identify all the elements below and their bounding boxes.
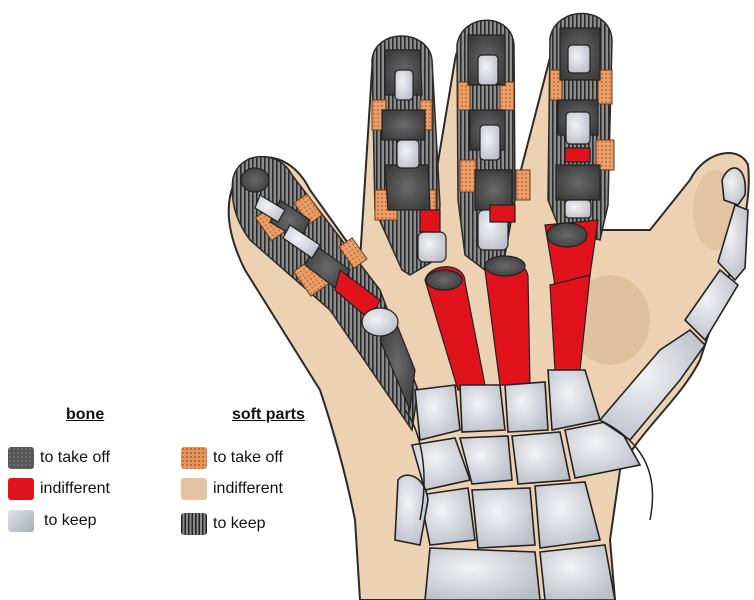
legend-label: to keep (213, 515, 265, 533)
bone-indifferent-swatch (8, 478, 34, 500)
bone-keep-swatch (8, 510, 34, 532)
soft-parts-legend-title: soft parts (232, 406, 305, 424)
legend-label: to take off (40, 449, 110, 467)
soft-take-off-swatch (181, 447, 207, 469)
bone-legend-title: bone (66, 406, 104, 424)
legend-bone-keep: to keep (8, 510, 96, 532)
legend-label: to keep (44, 512, 96, 530)
legend-soft-take-off: to take off (181, 447, 283, 469)
legend-soft-keep: to keep (181, 513, 265, 535)
legend-label: indifferent (213, 480, 283, 498)
little-finger-knuckle (362, 308, 398, 336)
soft-keep-swatch (181, 513, 207, 535)
legend-label: to take off (213, 449, 283, 467)
legend-bone-indifferent: indifferent (8, 478, 110, 500)
soft-indifferent-swatch (181, 478, 207, 500)
bone-take-off-swatch (8, 447, 34, 469)
legend-soft-indifferent: indifferent (181, 478, 283, 500)
legend-bone-take-off: to take off (8, 447, 110, 469)
legend-label: indifferent (40, 480, 110, 498)
